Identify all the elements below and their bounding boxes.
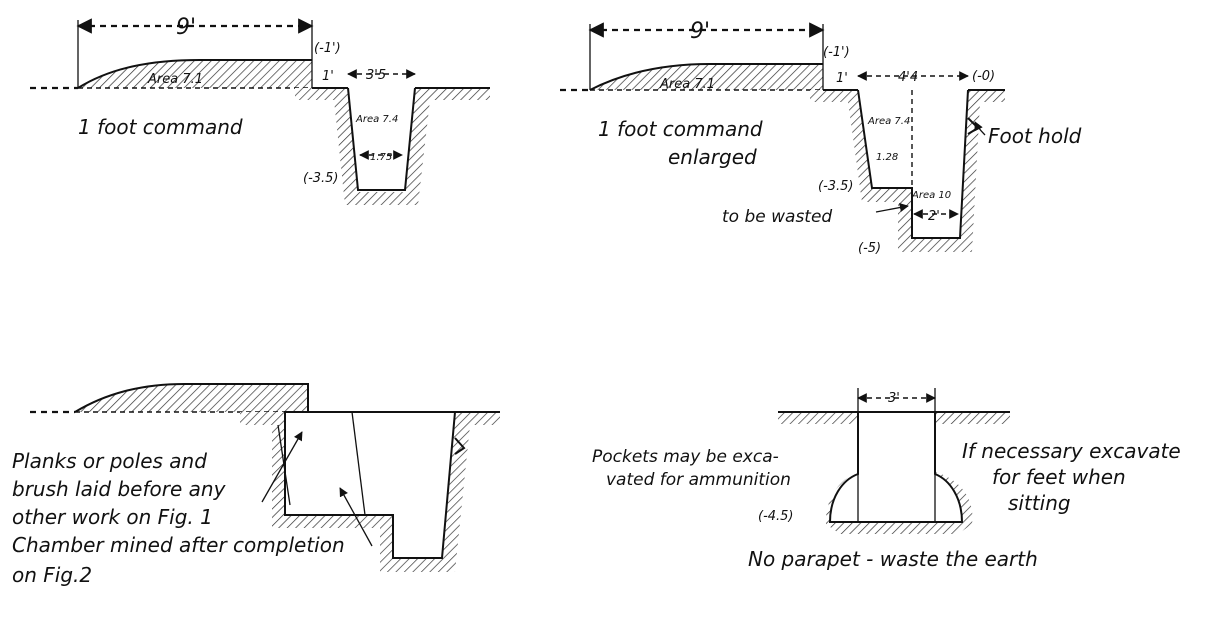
parapet-mound	[75, 384, 308, 412]
trench-profile	[347, 87, 416, 191]
fig1-trench-top-width: 3'5	[366, 68, 386, 83]
enlarged-trench-profile	[857, 89, 969, 239]
parapet-outline	[589, 63, 823, 91]
fig4-right-note-line3: sitting	[1008, 491, 1071, 515]
wasted-arrow	[875, 203, 909, 213]
fig4-caption: No parapet - waste the earth	[748, 547, 1038, 571]
fig1-berm-width: 1'	[322, 69, 334, 84]
fig2-step-depth: (-3.5)	[818, 179, 854, 194]
fig1-command-depth: (-1')	[314, 41, 341, 56]
fig2-lower-area: Area 10	[911, 190, 951, 201]
trench-earth	[295, 88, 490, 205]
figure-1: 9' (-1') 1' 3'5 Area 7.1 Area 7.4 1.75 (…	[30, 15, 490, 205]
parapet-outline	[74, 383, 309, 413]
chamber-division-line	[351, 411, 366, 516]
fig1-parapet-area: Area 7.1	[147, 72, 203, 87]
trench-earth	[810, 90, 1005, 252]
fig1-caption: 1 foot command	[78, 115, 243, 139]
fig4-depth: (-4.5)	[758, 509, 794, 524]
fig2-caption-line1: 1 foot command	[598, 117, 763, 141]
fig3-note-line1: Planks or poles and	[12, 449, 207, 473]
fig1-trench-bottom-width: 1.75	[370, 152, 392, 163]
parapet-outline	[77, 59, 312, 89]
planks-arrow	[261, 431, 303, 503]
fig3-note-line5: on Fig.2	[12, 563, 92, 587]
fig2-trench-top-width: 4'4	[898, 70, 918, 85]
fig1-trench-area: Area 7.4	[355, 114, 398, 125]
fig4-width: 3'	[888, 391, 900, 406]
fig2-bottom-depth: (-5)	[858, 241, 881, 256]
parapet-mound	[78, 60, 312, 88]
fig1-depth: (-3.5)	[303, 171, 339, 186]
fig4-left-note-line1: Pockets may be exca-	[592, 447, 779, 467]
figure-3: Planks or poles and brush laid before an…	[12, 383, 500, 587]
fig2-foothold-label: Foot hold	[988, 124, 1082, 148]
fig2-width-label: 9'	[690, 19, 710, 44]
fig2-wasted-label: to be wasted	[722, 207, 832, 227]
fig3-note-line2: brush laid before any	[12, 477, 227, 501]
fig2-berm-width: 1'	[836, 71, 848, 86]
chamber-arrow	[339, 487, 373, 547]
fig2-trench-area: Area 7.4	[867, 116, 910, 127]
fig2-zero-level: (-0)	[972, 69, 995, 84]
fig2-parapet-area: Area 7.1	[659, 77, 715, 92]
chamber-and-trench	[284, 411, 457, 559]
fig4-right-note-line2: for feet when	[992, 465, 1126, 489]
fig2-command-depth: (-1')	[823, 45, 850, 60]
fig2-step-width: 1.28	[876, 152, 898, 163]
planks-line	[277, 424, 291, 506]
fig2-caption-line2: enlarged	[668, 145, 757, 169]
foothold-notch	[454, 437, 466, 455]
fig2-lower-width: 2'	[928, 209, 940, 224]
figure-4: 3' Pockets may be exca- vated for ammuni…	[592, 388, 1181, 571]
foothold-arrow	[974, 121, 986, 136]
fig4-right-note-line1: If necessary excavate	[962, 439, 1181, 463]
fig1-width-label: 9'	[176, 15, 196, 40]
figure-2: Foot hold 9' (-1') 1' 4'4 (-0) Area 7.1 …	[560, 19, 1082, 256]
fig4-left-note-line2: vated for ammunition	[606, 470, 791, 490]
fig3-note-line3: other work on Fig. 1	[12, 505, 213, 529]
pit-with-pockets	[828, 411, 964, 523]
fig3-note-line4: Chamber mined after completion	[12, 533, 345, 557]
